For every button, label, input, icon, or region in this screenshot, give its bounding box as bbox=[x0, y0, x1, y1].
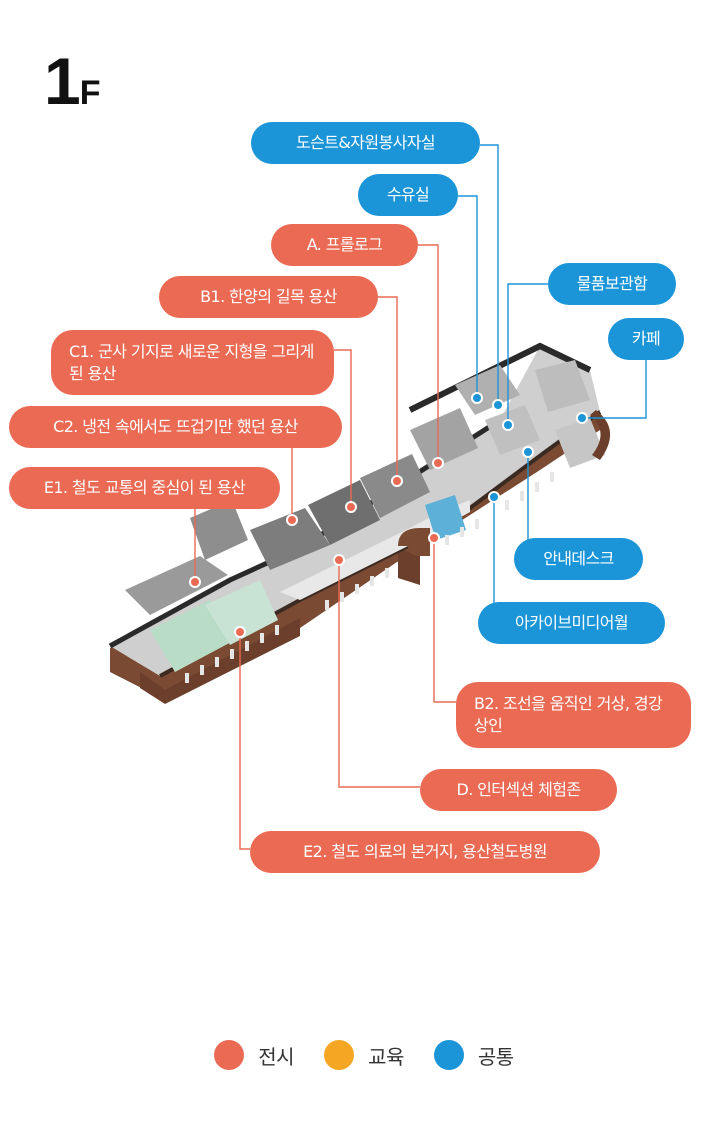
leader-e2 bbox=[239, 632, 250, 850]
leader-storage bbox=[507, 283, 548, 425]
leader-c1 bbox=[334, 349, 352, 507]
dot-e2 bbox=[234, 626, 246, 638]
label-b2[interactable]: B2. 조선을 움직인 거상, 경강상인 bbox=[456, 682, 691, 748]
label-c2[interactable]: C2. 냉전 속에서도 뜨겁기만 했던 용산 bbox=[9, 406, 342, 448]
label-e1[interactable]: E1. 철도 교통의 중심이 된 용산 bbox=[9, 467, 280, 509]
leader-cafe bbox=[582, 342, 647, 419]
building-model bbox=[108, 342, 611, 704]
floor-suffix: F bbox=[79, 74, 101, 112]
dot-cafe bbox=[576, 412, 588, 424]
dot-b1 bbox=[391, 475, 403, 487]
label-storage[interactable]: 물품보관함 bbox=[548, 263, 676, 305]
legend-label-exhibit: 전시 bbox=[258, 1044, 295, 1069]
dot-info bbox=[522, 446, 534, 458]
label-cafe[interactable]: 카페 bbox=[608, 318, 684, 360]
dot-nursing bbox=[471, 392, 483, 404]
legend-dot-education bbox=[324, 1040, 355, 1070]
legend-item-exhibit: 전시 bbox=[214, 1040, 295, 1070]
label-docent-room[interactable]: 도슨트&자원봉사자실 bbox=[251, 122, 480, 164]
leader-nursing bbox=[458, 195, 478, 398]
label-info-desk[interactable]: 안내데스크 bbox=[514, 538, 643, 580]
leader-docent bbox=[480, 144, 499, 405]
dot-c1 bbox=[345, 501, 357, 513]
leader-lines bbox=[194, 144, 647, 850]
dot-b2 bbox=[428, 532, 440, 544]
legend-label-common: 공통 bbox=[477, 1044, 514, 1069]
dot-prologue bbox=[432, 457, 444, 469]
label-e2[interactable]: E2. 철도 의료의 본거지, 용산철도병원 bbox=[250, 831, 600, 873]
legend: 전시 교육 공통 bbox=[0, 1040, 728, 1070]
legend-dot-exhibit bbox=[214, 1040, 245, 1070]
label-prologue[interactable]: A. 프롤로그 bbox=[271, 224, 418, 266]
dot-archive bbox=[488, 491, 500, 503]
dot-d bbox=[333, 554, 345, 566]
legend-item-education: 교육 bbox=[324, 1040, 404, 1070]
dot-docent bbox=[492, 399, 504, 411]
dot-e1 bbox=[189, 576, 201, 588]
label-d[interactable]: D. 인터섹션 체험존 bbox=[420, 769, 617, 811]
dot-storage bbox=[502, 419, 514, 431]
label-archive[interactable]: 아카이브미디어월 bbox=[478, 602, 665, 644]
label-nursing-room[interactable]: 수유실 bbox=[358, 174, 458, 216]
legend-label-education: 교육 bbox=[368, 1044, 404, 1069]
leader-b2 bbox=[433, 538, 456, 703]
dot-c2 bbox=[286, 514, 298, 526]
leader-prologue bbox=[418, 244, 439, 463]
label-b1[interactable]: B1. 한양의 길목 용산 bbox=[159, 276, 378, 318]
floor-title: 1F bbox=[44, 48, 101, 114]
leader-b1 bbox=[378, 296, 398, 481]
legend-item-common: 공통 bbox=[433, 1040, 514, 1070]
label-c1[interactable]: C1. 군사 기지로 새로운 지형을 그리게 된 용산 bbox=[51, 330, 334, 395]
leader-d bbox=[338, 560, 420, 788]
marker-dots bbox=[189, 392, 588, 638]
legend-dot-common bbox=[433, 1040, 464, 1070]
floor-number: 1 bbox=[44, 44, 81, 118]
